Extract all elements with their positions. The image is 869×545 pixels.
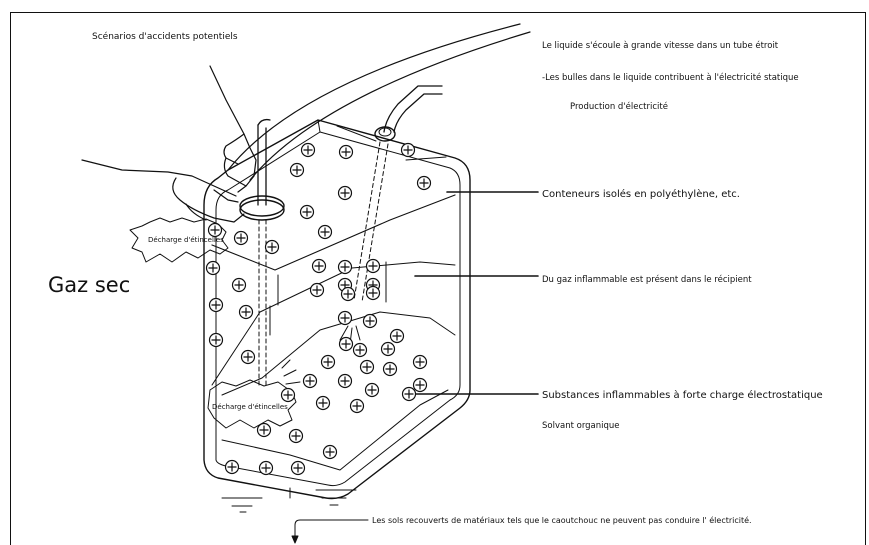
plus-charge-icon (302, 144, 315, 157)
plus-charge-icon (340, 146, 353, 159)
plus-charge-icon (301, 206, 314, 219)
plus-charge-icon (292, 462, 305, 475)
plus-charge-icon (382, 343, 395, 356)
plus-charge-icon (339, 187, 352, 200)
plus-charge-icon (324, 446, 337, 459)
plus-charge-icon (364, 315, 377, 328)
plus-charge-icon (266, 241, 279, 254)
plus-charge-icon (210, 299, 223, 312)
plus-charge-icon (209, 224, 222, 237)
plus-charge-icon (226, 461, 239, 474)
plus-charge-icon (384, 363, 397, 376)
plus-charge-icon (340, 338, 353, 351)
plus-charge-icon (207, 262, 220, 275)
plus-charge-icon (418, 177, 431, 190)
plus-charge-icon (414, 356, 427, 369)
plus-charge-icon (282, 389, 295, 402)
plus-charge-icon (258, 424, 271, 437)
plus-charge-icon (233, 279, 246, 292)
plus-charge-icon (242, 351, 255, 364)
plus-charge-icon (311, 284, 324, 297)
plus-charge-icon (240, 306, 253, 319)
plus-charge-icon (339, 261, 352, 274)
plus-charge-icon (339, 312, 352, 325)
plus-charge-icon (391, 330, 404, 343)
plus-charge-icon (354, 344, 367, 357)
plus-charge-icon (317, 397, 330, 410)
plus-charge-icon (403, 388, 416, 401)
spark-burst-bottom (208, 380, 296, 428)
plus-charge-icon (290, 430, 303, 443)
plus-charge-icon (235, 232, 248, 245)
plus-charge-icon (351, 400, 364, 413)
plus-charge-icon (313, 260, 326, 273)
floor-arrow (295, 520, 368, 540)
plus-charge-icon (291, 164, 304, 177)
plus-charge-icon (304, 375, 317, 388)
left-pipe (258, 125, 266, 205)
funnel-disc (240, 200, 284, 220)
plus-charge-icon (319, 226, 332, 239)
plus-charge-icon (260, 462, 273, 475)
plus-charge-icon (402, 144, 415, 157)
plus-charge-icon (210, 334, 223, 347)
plus-charge-icon (414, 379, 427, 392)
plus-charge-icon (342, 288, 355, 301)
plus-charge-icon (366, 384, 379, 397)
hands-illustration (82, 66, 256, 222)
charge-symbols (207, 144, 431, 475)
plus-charge-icon (367, 260, 380, 273)
right-pipe (384, 86, 442, 132)
plus-charge-icon (339, 375, 352, 388)
plus-charge-icon (322, 356, 335, 369)
plus-charge-icon (361, 361, 374, 374)
liquid-surface-upper (212, 195, 455, 270)
plus-charge-icon (367, 287, 380, 300)
